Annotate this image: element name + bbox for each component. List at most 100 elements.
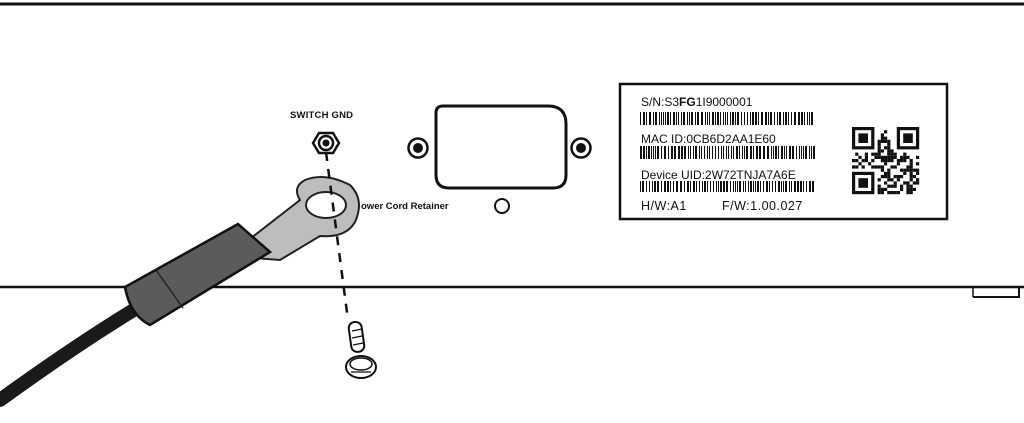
barcode-bar-0: [747, 112, 748, 125]
qr-module: [877, 149, 881, 153]
barcode-bar-2: [657, 181, 659, 192]
qr-module: [909, 171, 913, 175]
barcode-bar-2: [745, 181, 746, 192]
qr-module: [880, 187, 884, 191]
barcode-bar-0: [801, 112, 803, 125]
barcode-bar-0: [676, 112, 677, 125]
barcode-bar-0: [681, 112, 682, 125]
qr-module: [909, 159, 913, 163]
barcode-bar-0: [723, 112, 724, 125]
barcode-bar-1: [803, 146, 804, 159]
barcode-bar-1: [684, 146, 686, 159]
barcode-bar-0: [761, 112, 763, 125]
qr-module: [871, 165, 875, 169]
barcode-bar-1: [756, 146, 758, 159]
barcode-bar-0: [691, 112, 693, 125]
barcode-bar-2: [806, 181, 807, 192]
barcode-bar-0: [683, 112, 685, 125]
qr-module: [864, 155, 868, 159]
qr-module: [877, 178, 881, 182]
qr-module: [877, 139, 881, 143]
qr-module: [909, 191, 913, 195]
barcode-bar-1: [712, 146, 713, 159]
qr-module: [900, 187, 904, 191]
qr-module: [893, 175, 897, 179]
barcode-bar-0: [774, 112, 775, 125]
qr-module: [896, 175, 900, 179]
barcode-bar-0: [689, 112, 690, 125]
qr-module: [887, 139, 891, 143]
qr-module: [884, 159, 888, 163]
barcode-bar-1: [655, 146, 656, 159]
barcode-bar-1: [721, 146, 722, 159]
qr-module: [880, 159, 884, 163]
barcode-bar-0: [777, 112, 778, 125]
qr-module: [884, 181, 888, 185]
qr-module: [916, 171, 920, 175]
barcode-bar-2: [699, 181, 700, 192]
qr-module: [887, 184, 891, 188]
qr-module: [890, 149, 894, 153]
qr-module: [887, 146, 891, 150]
qr-module: [909, 168, 913, 172]
qr-module: [887, 171, 891, 175]
barcode-bar-2: [783, 181, 784, 192]
barcode-bar-1: [746, 146, 748, 159]
barcode-bar-2: [702, 181, 703, 192]
barcode-bar-2: [713, 181, 714, 192]
qr-module: [887, 152, 891, 156]
qr-module: [887, 168, 891, 172]
qr-module: [887, 143, 891, 147]
qr-module: [893, 181, 897, 185]
barcode-bar-2: [750, 181, 752, 192]
barcode-bar-0: [705, 112, 706, 125]
barcode-bar-0: [752, 112, 754, 125]
barcode-bar-1: [799, 146, 800, 159]
qr-module: [909, 187, 913, 191]
barcode-bar-1: [789, 146, 791, 159]
qr-module: [861, 159, 865, 163]
qr-module: [903, 171, 907, 175]
qr-module: [887, 175, 891, 179]
barcode-bar-2: [693, 181, 695, 192]
qr-module: [874, 165, 878, 169]
barcode-bar-1: [678, 146, 680, 159]
qr-module: [880, 175, 884, 179]
qr-module: [880, 155, 884, 159]
qr-module: [896, 191, 900, 195]
barcode-bar-2: [766, 181, 768, 192]
barcode-bar-1: [784, 146, 785, 159]
qr-module: [887, 149, 891, 153]
barcode-bar-0: [717, 112, 719, 125]
qr-module: [906, 191, 910, 195]
qr-module: [890, 191, 894, 195]
barcode-bar-0: [667, 112, 669, 125]
barcode-bar-2: [733, 181, 734, 192]
barcode-bar-0: [807, 112, 808, 125]
cable-sleeve: [123, 222, 273, 327]
barcode-bar-0: [670, 112, 671, 125]
barcode-bar-0: [715, 112, 716, 125]
qr-module: [877, 143, 881, 147]
qr-module: [912, 175, 916, 179]
barcode-bar-1: [733, 146, 734, 159]
barcode-bar-0: [649, 112, 651, 125]
qr-module: [893, 191, 897, 195]
qr-module: [864, 159, 868, 163]
barcode-bar-2: [664, 181, 666, 192]
barcode-bar-1: [661, 146, 662, 159]
qr-module: [893, 165, 897, 169]
firmware-version: F/W:1.00.027: [722, 199, 803, 213]
barcodes: [640, 112, 815, 192]
qr-module: [909, 175, 913, 179]
qr-module: [861, 165, 865, 169]
qr-module: [906, 184, 910, 188]
barcode-bar-1: [809, 146, 810, 159]
barcode-bar-1: [701, 146, 702, 159]
qr-module: [855, 165, 859, 169]
barcode-bar-2: [723, 181, 725, 192]
qr-module: [884, 136, 888, 140]
barcode-bar-2: [775, 181, 776, 192]
right-screw-icon: [570, 137, 592, 159]
barcode-bar-0: [655, 112, 657, 125]
